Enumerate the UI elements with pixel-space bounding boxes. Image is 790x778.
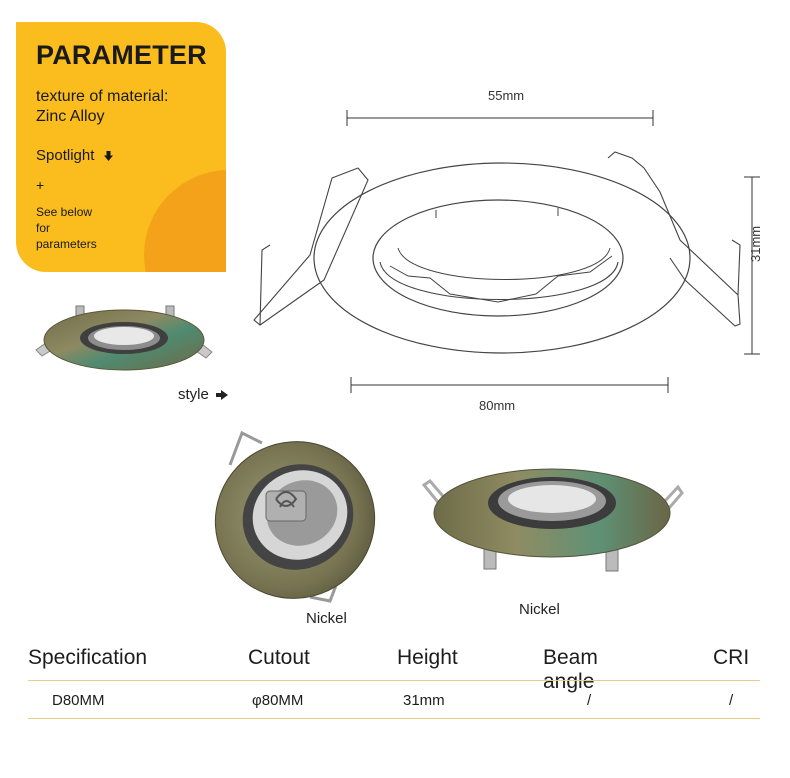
spec-header-specification: Specification bbox=[28, 646, 148, 669]
note-line-3: parameters bbox=[36, 237, 97, 251]
product-type: Spotlight bbox=[36, 147, 113, 164]
spec-cell-cri: / bbox=[729, 692, 734, 709]
dimension-bottom-width: 80mm bbox=[479, 398, 516, 413]
product-label-2: Nickel bbox=[519, 601, 560, 618]
parameter-title: PARAMETER bbox=[36, 40, 207, 70]
spec-header-cutout: Cutout bbox=[248, 646, 310, 669]
card-decoration bbox=[144, 170, 226, 272]
style-label-text: style bbox=[178, 386, 209, 403]
dimension-top-width: 55mm bbox=[488, 88, 525, 103]
spec-header-height: Height bbox=[397, 646, 458, 669]
table-divider-bottom bbox=[28, 718, 760, 719]
material-value: Zinc Alloy bbox=[36, 108, 105, 125]
product-type-label: Spotlight bbox=[36, 147, 95, 164]
note-line-2: for bbox=[36, 221, 51, 235]
dimension-drawing bbox=[253, 110, 760, 393]
product-photo-nickel-1 bbox=[214, 430, 376, 603]
product-photo-style bbox=[35, 305, 213, 371]
table-divider-top bbox=[28, 680, 760, 681]
material-label: texture of material: bbox=[36, 88, 169, 105]
product-label-1: Nickel bbox=[306, 610, 347, 627]
note-line-1: See below bbox=[36, 205, 93, 219]
spec-cell-specification: D80MM bbox=[52, 692, 105, 709]
spec-header-cri: CRI bbox=[713, 646, 750, 669]
spec-cell-beam-angle: / bbox=[587, 692, 592, 709]
spec-header-beam-angle: Beam angle bbox=[543, 646, 598, 693]
parameter-card: PARAMETER texture of material: Zinc Allo… bbox=[16, 22, 226, 272]
spec-cell-height: 31mm bbox=[403, 692, 445, 709]
arrow-down-icon bbox=[103, 151, 113, 162]
spec-cell-cutout: φ80MM bbox=[252, 692, 304, 709]
plus-sign: + bbox=[36, 177, 45, 193]
style-label: style bbox=[178, 386, 229, 403]
arrow-right-icon bbox=[216, 390, 229, 401]
product-photo-nickel-2 bbox=[421, 468, 684, 572]
dimension-height: 31mm bbox=[748, 225, 763, 262]
